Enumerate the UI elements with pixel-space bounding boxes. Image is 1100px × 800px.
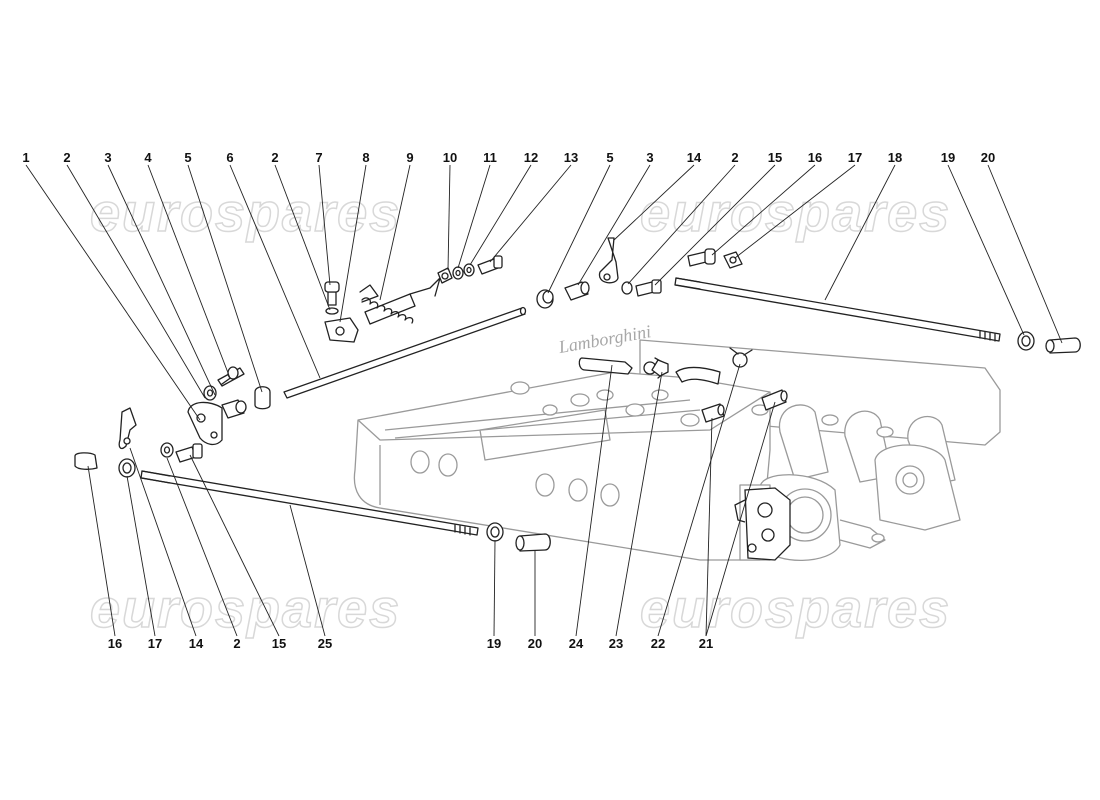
callout-label: 15 bbox=[271, 636, 287, 651]
part-5-bushing-right bbox=[536, 289, 554, 309]
part-15-bolt bbox=[635, 279, 662, 297]
part-10-nut bbox=[437, 267, 453, 284]
part-14-lever-left bbox=[118, 407, 137, 450]
callout-label: 2 bbox=[233, 636, 241, 651]
part-1-lever bbox=[187, 401, 223, 446]
watermark-top-left: eurospares bbox=[89, 182, 402, 244]
part-25-threaded-rod bbox=[140, 470, 479, 536]
part-8-bracket bbox=[324, 317, 359, 343]
callout-label: 17 bbox=[847, 150, 863, 165]
leader-lines bbox=[25, 164, 1063, 637]
part-9-spring bbox=[359, 277, 441, 325]
callout-label: 21 bbox=[698, 636, 714, 651]
callout-label: 22 bbox=[650, 636, 666, 651]
intake-manifold bbox=[353, 339, 1001, 562]
manifold-logo: Lamborghini bbox=[556, 321, 652, 357]
part-2-washer-left bbox=[160, 442, 174, 458]
callout-label: 18 bbox=[887, 150, 903, 165]
callout-label: 14 bbox=[188, 636, 204, 651]
part-5-bushing bbox=[221, 399, 247, 419]
part-22-clamp bbox=[729, 347, 753, 368]
callout-label: 13 bbox=[563, 150, 579, 165]
part-16-bolt bbox=[687, 248, 716, 267]
callout-label: 15 bbox=[767, 150, 783, 165]
part-16-pin-left bbox=[74, 452, 98, 470]
callout-label: 2 bbox=[271, 150, 279, 165]
callout-label: 16 bbox=[807, 150, 823, 165]
part-20-pin-bottom bbox=[515, 533, 551, 552]
callout-label: 17 bbox=[147, 636, 163, 651]
callout-label: 2 bbox=[63, 150, 71, 165]
part-5-spacer bbox=[254, 386, 271, 410]
part-20-pin bbox=[1045, 337, 1081, 354]
manifold-bolt-bosses bbox=[510, 381, 894, 438]
part-2-washer bbox=[325, 307, 339, 315]
part-13-bolt bbox=[477, 255, 503, 275]
callout-label: 7 bbox=[315, 150, 323, 165]
callout-label: 25 bbox=[317, 636, 333, 651]
throttle-actuator bbox=[734, 487, 791, 561]
part-21-fitting-a bbox=[701, 403, 725, 423]
callout-label: 23 bbox=[608, 636, 624, 651]
manifold-ports bbox=[410, 450, 620, 507]
callout-label: 1 bbox=[22, 150, 30, 165]
part-19-nut-bottom bbox=[486, 522, 504, 542]
callout-label: 10 bbox=[442, 150, 458, 165]
callout-label: 2 bbox=[731, 150, 739, 165]
callout-label: 11 bbox=[483, 150, 497, 165]
callout-label: 24 bbox=[568, 636, 584, 651]
part-2-washer-right bbox=[621, 281, 633, 295]
part-22-hose bbox=[675, 366, 721, 385]
callout-label: 20 bbox=[980, 150, 996, 165]
watermark-bottom-right: eurospares bbox=[639, 578, 952, 640]
callout-label: 8 bbox=[362, 150, 370, 165]
callout-label: 16 bbox=[107, 636, 123, 651]
part-23-clamp bbox=[651, 359, 669, 377]
part-3-spacer-right bbox=[564, 281, 590, 301]
callout-label: 3 bbox=[646, 150, 654, 165]
part-17-nut-left bbox=[118, 458, 136, 478]
part-7-bolt bbox=[324, 281, 340, 306]
callout-label: 19 bbox=[940, 150, 956, 165]
callout-label: 20 bbox=[527, 636, 543, 651]
part-12-washer bbox=[463, 263, 475, 277]
part-17-nut bbox=[723, 251, 743, 269]
callout-label: 5 bbox=[184, 150, 192, 165]
callout-label: 6 bbox=[226, 150, 234, 165]
part-21-fitting-b bbox=[761, 389, 788, 411]
callout-label: 19 bbox=[486, 636, 502, 651]
part-3-washer bbox=[203, 385, 217, 401]
watermark-bottom-left: eurospares bbox=[89, 578, 402, 640]
part-11-washer bbox=[452, 266, 464, 280]
watermark-top-right: eurospares bbox=[639, 182, 952, 244]
part-19-nut bbox=[1017, 331, 1035, 351]
part-18-threaded-rod bbox=[674, 277, 1001, 342]
part-6-rod bbox=[283, 306, 527, 399]
part-4-bolt bbox=[217, 366, 245, 387]
callout-label: 14 bbox=[686, 150, 702, 165]
callout-label: 4 bbox=[144, 150, 152, 165]
callout-label: 9 bbox=[406, 150, 414, 165]
manifold-runner bbox=[778, 404, 829, 481]
callout-label: 3 bbox=[104, 150, 112, 165]
callout-label: 5 bbox=[606, 150, 614, 165]
part-14-lever bbox=[598, 237, 619, 284]
callout-label: 12 bbox=[523, 150, 539, 165]
part-15-bolt-left bbox=[175, 443, 203, 463]
manifold-edge bbox=[357, 391, 771, 441]
